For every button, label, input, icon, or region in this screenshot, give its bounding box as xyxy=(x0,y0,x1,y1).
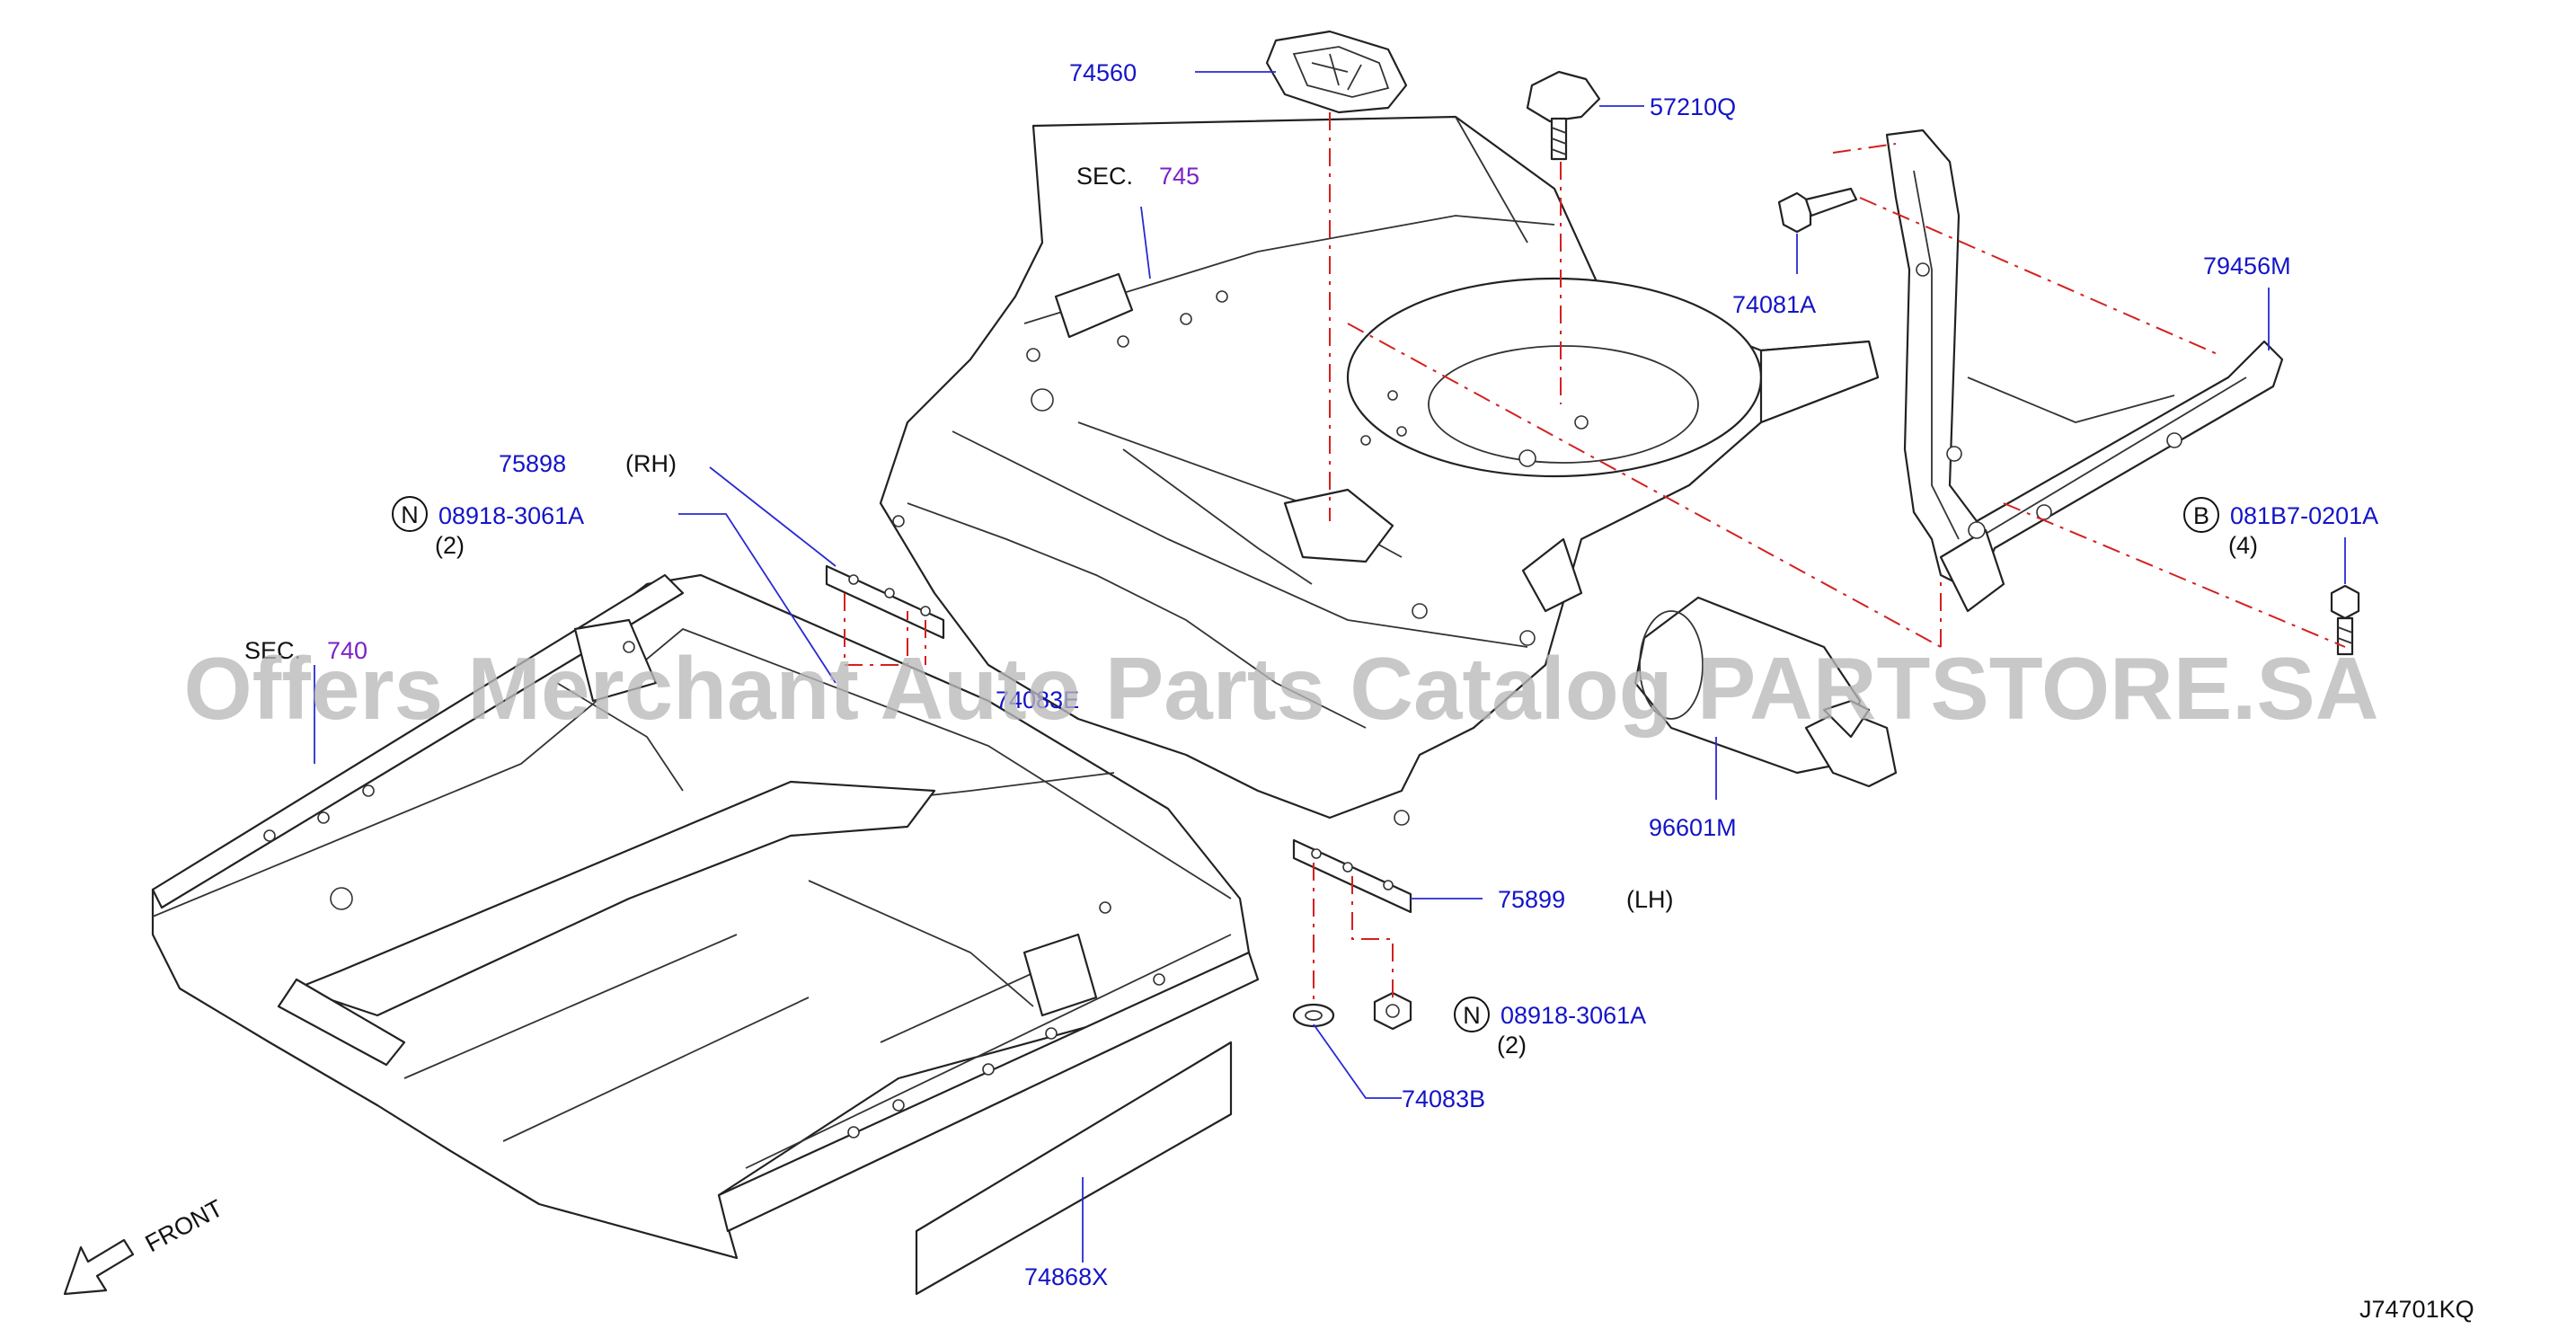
label-74083e-partial[interactable]: 74083E xyxy=(996,687,1079,713)
label-75899[interactable]: 75899 xyxy=(1498,886,1565,913)
b-symbol xyxy=(2183,497,2219,533)
label-08918-3061a-top[interactable]: 08918-3061A xyxy=(438,502,584,529)
sec-ref-740-prefix: SEC. xyxy=(244,637,301,664)
label-08918-3061a-bottom[interactable]: 08918-3061A xyxy=(1500,1002,1646,1029)
bolt-081b7-0201a[interactable] xyxy=(2330,584,2360,656)
qty-top: (2) xyxy=(435,532,465,559)
n-symbol-top xyxy=(392,496,428,532)
label-57210q[interactable]: 57210Q xyxy=(1650,93,1736,120)
leader-lines xyxy=(314,71,2346,1263)
label-74081a[interactable]: 74081A xyxy=(1732,291,1816,318)
bolt-74081a[interactable] xyxy=(1777,187,1858,234)
sec-ref-745-number[interactable]: 745 xyxy=(1159,163,1199,190)
spare-tire-well xyxy=(1346,277,1763,478)
spare-tire-bolt-57210q[interactable] xyxy=(1526,70,1601,161)
nut-08918-3061a[interactable] xyxy=(1373,991,1412,1031)
rear-floor-panel[interactable] xyxy=(879,115,1880,826)
n-letter-bottom: N xyxy=(1463,1002,1481,1029)
b-letter: B xyxy=(2193,502,2209,529)
canister-96601m[interactable] xyxy=(1633,596,1898,788)
side-sill-right xyxy=(717,951,1260,1233)
label-081b7-0201a[interactable]: 081B7-0201A xyxy=(2230,502,2378,529)
label-74083b[interactable]: 74083B xyxy=(1402,1085,1485,1112)
label-lh: (LH) xyxy=(1626,886,1674,913)
bracket-75898-rh[interactable] xyxy=(825,564,945,640)
side-sill-left xyxy=(151,573,685,909)
floor-plug-hole xyxy=(1283,488,1394,563)
n-letter-top: N xyxy=(401,501,419,528)
front-floor-panel[interactable] xyxy=(151,573,1260,1260)
front-direction-indicator: FRONT xyxy=(63,1194,227,1296)
washer-74083b[interactable] xyxy=(1292,1003,1335,1028)
assembly-lines xyxy=(844,112,2346,1006)
front-arrow-icon xyxy=(63,1238,135,1296)
qty-bottom: (2) xyxy=(1497,1032,1527,1059)
center-tunnel xyxy=(295,780,936,1017)
front-label: FRONT xyxy=(141,1194,227,1257)
n-symbol-bottom xyxy=(1454,997,1490,1032)
floor-plug-74560[interactable] xyxy=(1265,30,1408,114)
watermark-text: Offers Merchant Auto Parts Catalog PARTS… xyxy=(183,639,2378,738)
sec-ref-745-prefix: SEC. xyxy=(1076,163,1133,190)
label-75898[interactable]: 75898 xyxy=(499,450,566,477)
label-74560[interactable]: 74560 xyxy=(1069,59,1137,86)
rear-cross-member-79456m[interactable] xyxy=(1885,128,2284,613)
label-96601m[interactable]: 96601M xyxy=(1649,814,1737,841)
label-74868x[interactable]: 74868X xyxy=(1024,1263,1108,1290)
label-rh: (RH) xyxy=(625,450,677,477)
sec-ref-740-number[interactable]: 740 xyxy=(327,637,367,664)
label-79456m[interactable]: 79456M xyxy=(2203,253,2291,279)
diagram-code: J74701KQ xyxy=(2359,1296,2474,1323)
floor-insulator-74868x[interactable] xyxy=(915,1041,1233,1296)
qty-b: (4) xyxy=(2228,532,2258,559)
